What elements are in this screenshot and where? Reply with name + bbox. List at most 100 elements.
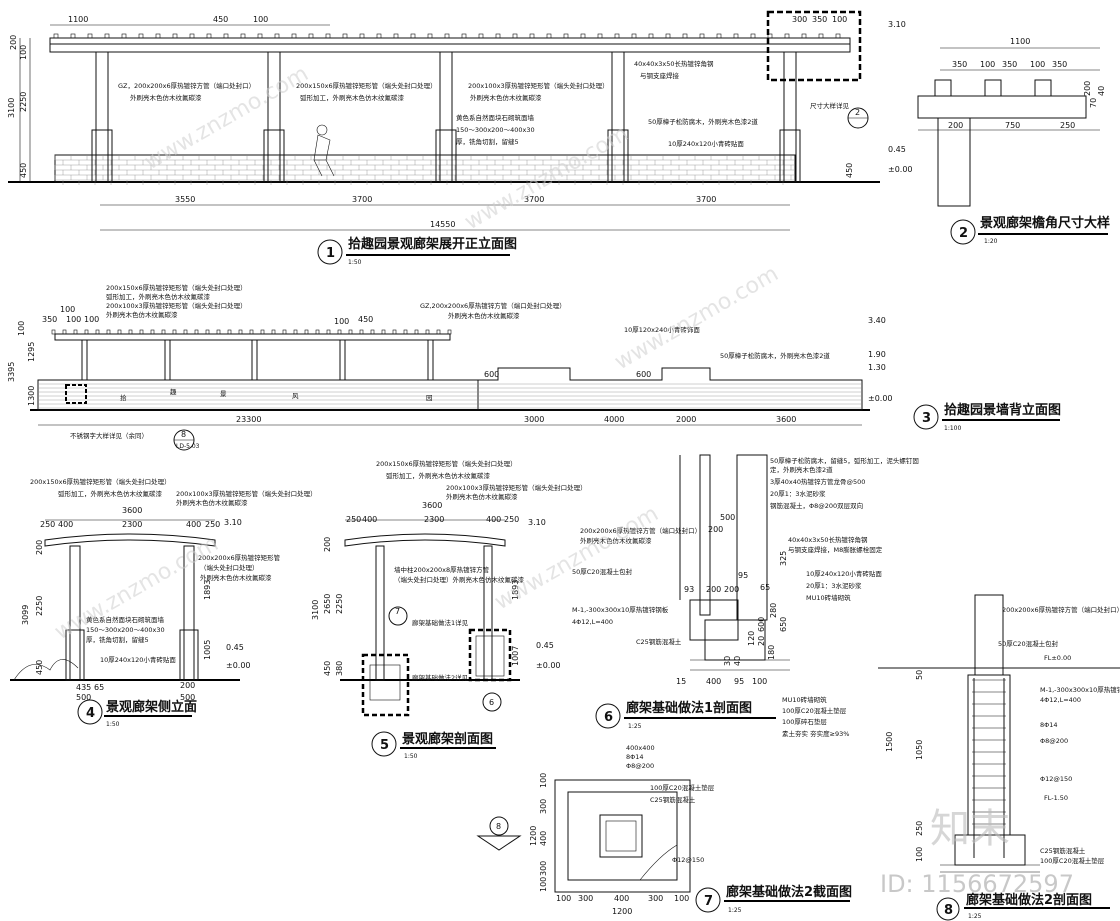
footing-inner — [567, 791, 678, 881]
rafter-block — [1034, 79, 1052, 97]
callout-ref: LD-5.03 — [176, 443, 200, 450]
note: 外刷亮木色仿木纹氟碳漆 — [130, 93, 202, 102]
rafter — [359, 329, 364, 335]
title-text: 廊架基础做法2截面图 — [726, 884, 852, 900]
dim: 200 — [706, 585, 721, 594]
section-7: 400x400 8Φ14 Φ8@200 100厚C20混凝土垫层 C25钢筋混凝… — [476, 744, 852, 916]
dim: 100 — [334, 317, 349, 326]
level: 0.45 — [536, 641, 554, 650]
rafter — [767, 33, 773, 39]
rafter — [348, 329, 353, 335]
dim: 400 — [58, 520, 73, 529]
note: 廊架基础做法1详见 — [412, 618, 469, 627]
title-number: 7 — [704, 894, 713, 909]
note: 200x150x6厚热镀锌矩形管（端头处封口处理） — [30, 477, 171, 486]
dim: 1050 — [915, 740, 924, 760]
note: Φ8@200 — [626, 762, 654, 770]
rafter — [238, 329, 243, 335]
dim: 3395 — [7, 362, 16, 382]
rafter — [801, 33, 807, 39]
note: 弧形加工，外刷亮木色仿木纹氟碳漆 — [58, 489, 163, 498]
note: 外刷亮木色仿木纹氟碳漆 — [200, 573, 272, 582]
note: 8Φ14 — [626, 753, 644, 761]
level: 3.10 — [528, 518, 546, 527]
dim: 1100 — [1010, 37, 1030, 46]
dim: 3000 — [524, 415, 544, 424]
rafter — [139, 329, 144, 335]
dim: 100 — [1030, 60, 1045, 69]
rafter — [274, 33, 280, 39]
callout-number: 2 — [855, 108, 860, 117]
title-number: 2 — [959, 226, 968, 241]
svg-text:风: 风 — [292, 392, 299, 400]
column-base — [607, 129, 629, 183]
watermark-id: ID: 1156672597 — [880, 870, 1074, 898]
note: FL-1.50 — [1044, 794, 1068, 802]
watermark: www.znzmo.com www.znzmo.com www.znzmo.co… — [51, 61, 1074, 898]
dim: 200 — [724, 585, 739, 594]
dim: 300 — [539, 861, 548, 876]
note: 3厚40x40热镀锌方管龙骨@500 — [770, 477, 865, 486]
section-8: 200x200x6厚热镀锌方管（端口处封口） 50厚C20混凝土包封 FL±0.… — [878, 594, 1120, 921]
column-base — [91, 129, 113, 183]
arched-beam — [44, 533, 216, 547]
dim-top-300: 300 — [792, 15, 807, 24]
dim: 95 — [734, 677, 744, 686]
note: M-1,-300x300x10厚热镀锌钢板 — [1040, 685, 1120, 694]
wall-bricks — [54, 155, 795, 185]
note: 200x100x3厚热镀锌矩形管（端头处封口处理） — [446, 483, 587, 492]
dim-top-1100: 1100 — [68, 15, 88, 24]
rafter — [325, 33, 331, 39]
dim: 1005 — [203, 640, 212, 660]
rafter — [818, 33, 824, 39]
rafter — [128, 329, 133, 335]
title-number: 8 — [944, 903, 953, 918]
wall-profile — [478, 367, 863, 411]
dim: 300 — [539, 799, 548, 814]
rafter-block — [934, 79, 952, 97]
dim: 23300 — [236, 415, 261, 424]
note: 200x150x6厚热镀锌矩形管（端头处封口处理） — [296, 81, 437, 90]
note: （端头处封口处理） — [200, 563, 259, 572]
rafter — [104, 33, 110, 39]
note: 黄色系自然面块石砌筑面墙 — [86, 615, 165, 624]
person-sketch — [313, 124, 335, 177]
brick-wall-section — [736, 454, 768, 621]
level: 3.40 — [868, 316, 886, 325]
dim: 2300 — [122, 520, 142, 529]
note: 100厚C20混凝土垫层 — [1040, 856, 1105, 865]
rafter — [393, 33, 399, 39]
note: 素土夯实 夯实度≥93% — [782, 729, 849, 738]
title-scale: 1:50 — [404, 753, 418, 760]
callout-circle — [388, 606, 408, 626]
rafter — [359, 33, 365, 39]
rafter — [631, 33, 637, 39]
title-text: 拾趣园景观廊架展开正立面图 — [348, 236, 517, 252]
dim: 65 — [760, 583, 770, 592]
rafter — [580, 33, 586, 39]
column-base — [779, 129, 801, 183]
watermark-site: www.znzmo.com — [141, 61, 313, 175]
rafter — [227, 329, 232, 335]
dim-bottom-3550: 3550 — [175, 195, 195, 204]
dim: 450 — [323, 661, 332, 676]
dim: 100 — [752, 677, 767, 686]
rafter — [53, 33, 59, 39]
rafter — [304, 329, 309, 335]
rafter — [87, 33, 93, 39]
note: （端头处封口处理）外刷亮木色仿木纹氟碳漆 — [394, 575, 525, 584]
dim: 250 — [346, 515, 361, 524]
rafter — [194, 329, 199, 335]
note: 200x100x3厚热镀锌矩形管（端头处封口处理） — [468, 81, 609, 90]
rafter — [257, 33, 263, 39]
dim-left-2250: 2250 — [19, 92, 28, 112]
rafter — [614, 33, 620, 39]
level: ±0.00 — [868, 394, 893, 403]
side-elevation-4: 3600 250 400 2300 400 250 200 3099 2250 … — [10, 477, 317, 728]
dim: 1300 — [27, 386, 36, 406]
mark: 600 — [636, 370, 651, 379]
level: 1.90 — [868, 350, 886, 359]
rafter — [597, 33, 603, 39]
dim: 1500 — [885, 732, 894, 752]
column-pier — [599, 814, 643, 858]
